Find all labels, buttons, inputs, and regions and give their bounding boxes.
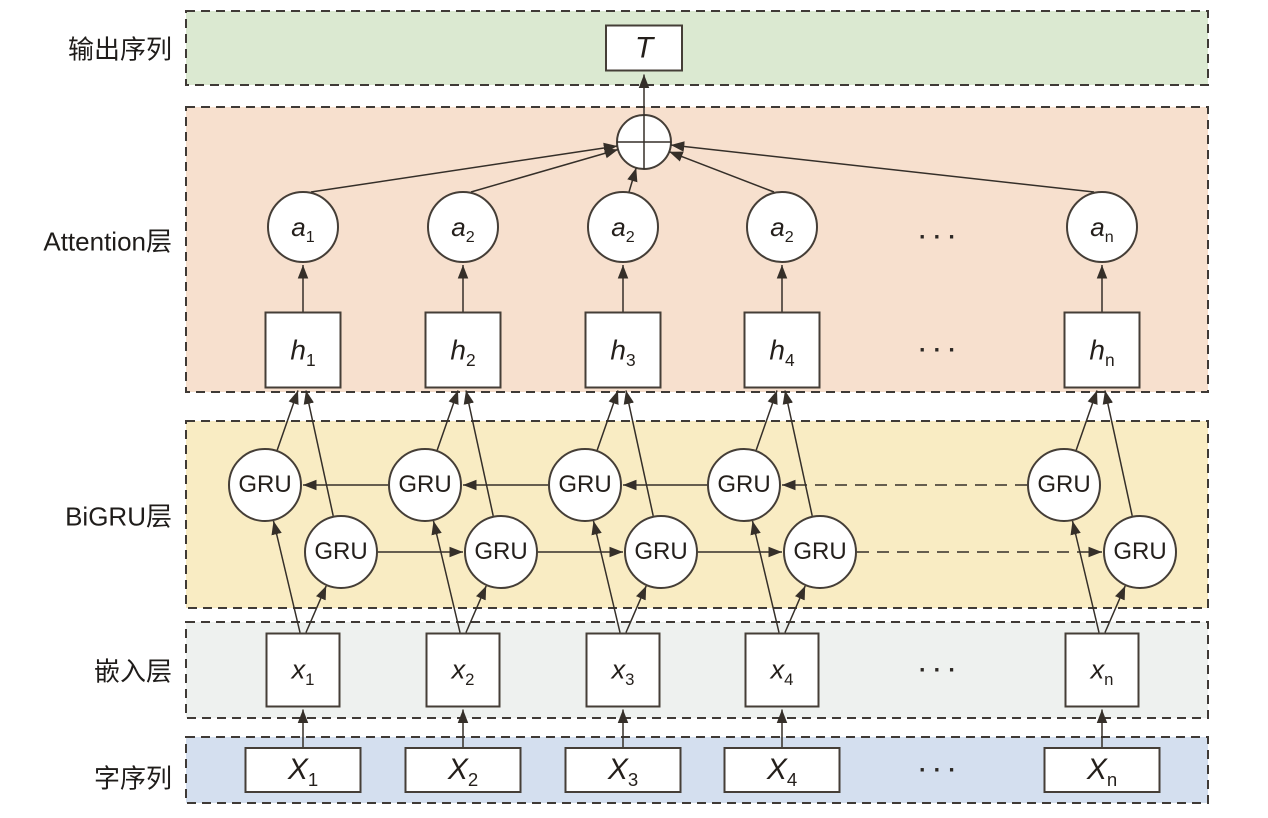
ellipsis: ··· [919, 756, 963, 783]
gru-backward-node: GRU [388, 448, 462, 522]
layer-band-attention [185, 106, 1209, 393]
gru-forward-node: GRU [783, 515, 857, 589]
layer-label-attention: Attention层 [43, 226, 172, 257]
gru-backward-node: GRU [707, 448, 781, 522]
attention-weight-node: a1 [267, 191, 339, 263]
gru-backward-node: GRU [1027, 448, 1101, 522]
edge-attention-to-sum [627, 167, 638, 193]
gru-backward-node: GRU [228, 448, 302, 522]
edge-embed-to-fgru [465, 585, 487, 633]
char-box: X4 [723, 747, 841, 793]
gru-forward-node: GRU [624, 515, 698, 589]
edge-fgru-to-hidden [623, 390, 654, 516]
char-box: X2 [404, 747, 522, 793]
hidden-state-box: h1 [264, 311, 342, 389]
attention-weight-node: a2 [427, 191, 499, 263]
edge-attention-to-sum [470, 148, 619, 193]
char-box: Xn [1043, 747, 1161, 793]
edge-embed-to-bgru [271, 520, 301, 633]
edge-attention-to-sum [668, 150, 775, 193]
sum-node [616, 114, 672, 170]
edge-bgru-to-hidden [276, 390, 299, 451]
ellipsis: ··· [919, 223, 963, 250]
edge-embed-to-fgru [1104, 585, 1126, 633]
layer-label-charseq: 字序列 [93, 763, 172, 794]
gru-forward-node: GRU [304, 515, 378, 589]
edge-embed-to-bgru [1070, 520, 1100, 633]
attention-weight-node: an [1066, 191, 1138, 263]
edge-fgru-to-hidden [1102, 390, 1133, 516]
edge-fgru-to-hidden [782, 390, 813, 516]
edge-embed-to-fgru [625, 585, 647, 633]
layer-label-bigru: BiGRU层 [65, 501, 172, 532]
char-box: X3 [564, 747, 682, 793]
output-box: T [605, 24, 683, 72]
ellipsis: ··· [919, 656, 963, 683]
edge-embed-to-fgru [305, 585, 327, 633]
ellipsis: ··· [919, 336, 963, 363]
attention-weight-node: a2 [746, 191, 818, 263]
edge-bgru-to-hidden [755, 390, 778, 451]
embedding-box: x3 [585, 632, 661, 708]
edge-attention-to-sum [670, 141, 1095, 193]
layer-label-embedding: 嵌入层 [93, 656, 172, 687]
edge-bgru-to-hidden [1075, 390, 1098, 451]
edge-embed-to-bgru [750, 520, 780, 633]
edge-embed-to-fgru [784, 585, 806, 633]
layer-band-output [185, 10, 1209, 86]
attention-weight-node: a2 [587, 191, 659, 263]
edge-embed-to-bgru [431, 520, 461, 633]
layer-label-output: 输出序列 [67, 34, 172, 65]
embedding-box: x4 [744, 632, 820, 708]
edge-fgru-to-hidden [303, 390, 334, 516]
hidden-state-box: h3 [584, 311, 662, 389]
edge-bgru-to-hidden [436, 390, 459, 451]
hidden-state-box: h2 [424, 311, 502, 389]
gru-forward-node: GRU [1103, 515, 1177, 589]
embedding-box: x1 [265, 632, 341, 708]
char-box: X1 [244, 747, 362, 793]
edge-fgru-to-hidden [463, 390, 494, 516]
edge-bgru-to-hidden [596, 390, 619, 451]
layer-band-embedding [185, 621, 1209, 719]
gru-backward-node: GRU [548, 448, 622, 522]
hidden-state-box: hn [1063, 311, 1141, 389]
embedding-box: x2 [425, 632, 501, 708]
edge-embed-to-bgru [591, 520, 621, 633]
gru-forward-node: GRU [464, 515, 538, 589]
edge-attention-to-sum [310, 142, 618, 193]
hidden-state-box: h4 [743, 311, 821, 389]
embedding-box: xn [1064, 632, 1140, 708]
